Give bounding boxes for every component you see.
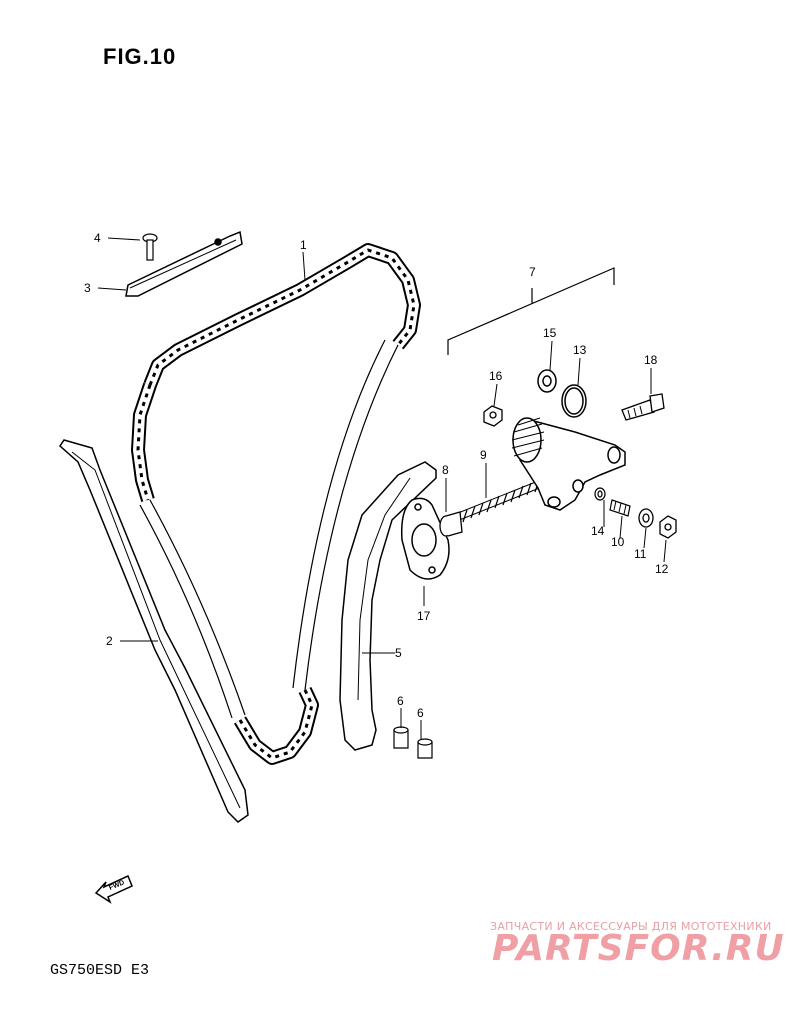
callout-1: 1 xyxy=(300,238,307,252)
callout-11: 11 xyxy=(634,547,647,561)
rear-chain-guide xyxy=(339,461,437,751)
front-chain-guide xyxy=(59,439,249,823)
callout-4: 4 xyxy=(94,231,101,245)
oil-seal xyxy=(537,369,557,393)
callout-6b: 6 xyxy=(417,706,424,720)
callout-3: 3 xyxy=(84,281,91,295)
figure-title: FIG.10 xyxy=(103,44,177,69)
push-rod xyxy=(439,511,463,537)
tensioner-body xyxy=(511,417,626,511)
callout-9: 9 xyxy=(480,448,487,462)
cam-chain xyxy=(130,243,421,765)
guide-screw xyxy=(142,233,158,261)
callout-5: 5 xyxy=(395,646,402,660)
model-code: GS750ESD E3 xyxy=(50,962,150,979)
callout-6a: 6 xyxy=(397,694,404,708)
callout-18: 18 xyxy=(644,353,658,367)
callout-13: 13 xyxy=(573,343,587,357)
nut-16 xyxy=(483,405,503,427)
callout-17: 17 xyxy=(417,609,431,623)
callout-8: 8 xyxy=(442,463,449,477)
callout-10: 10 xyxy=(611,535,625,549)
stopper-bolt-10 xyxy=(609,499,631,517)
callout-16: 16 xyxy=(489,369,503,383)
nut-12 xyxy=(659,515,677,539)
assembly-bracket-7 xyxy=(447,267,615,355)
watermark-subtitle: ЗАПЧАСТИ И АКСЕССУАРЫ ДЛЯ МОТОТЕХНИКИ xyxy=(490,920,772,933)
tensioner-gasket xyxy=(400,497,450,580)
fwd-arrow-icon: FWD xyxy=(94,874,133,904)
callout-2: 2 xyxy=(106,634,113,648)
washer-11 xyxy=(638,508,654,528)
washer-14 xyxy=(594,487,606,501)
o-ring xyxy=(561,384,587,418)
upper-chain-guide xyxy=(125,230,243,297)
callout-7: 7 xyxy=(529,265,536,279)
callout-15: 15 xyxy=(543,326,557,340)
dowel-pin-b xyxy=(417,738,433,759)
dowel-pin-a xyxy=(393,726,409,749)
leader-lines xyxy=(97,237,667,740)
tensioner-spring xyxy=(448,478,547,526)
bolt-18 xyxy=(621,393,665,421)
callout-12: 12 xyxy=(655,562,669,576)
watermark-logo: PARTSFOR.RU xyxy=(492,928,785,969)
callout-14: 14 xyxy=(591,524,605,538)
